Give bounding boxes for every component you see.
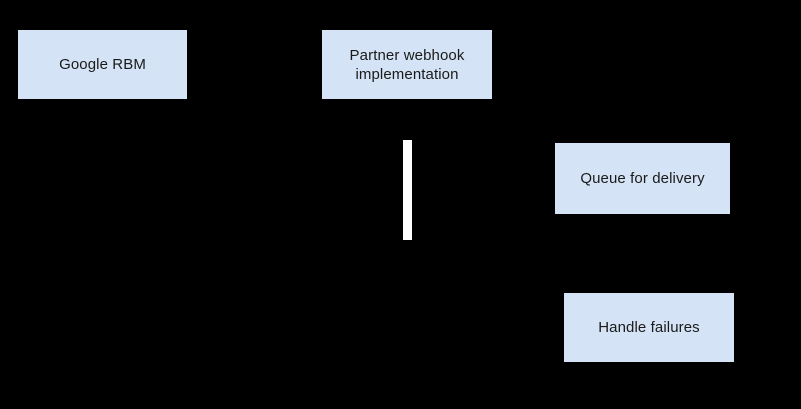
diagram-node-label: Partner webhook implementation [349,46,465,83]
diagram-node-label: Google RBM [59,56,146,73]
diagram-node-google-rbm[interactable]: Google RBM [18,30,187,99]
diagram-node-queue-for-delivery[interactable]: Queue for delivery [555,143,730,214]
diagram-node-handle-failures[interactable]: Handle failures [564,293,734,362]
diagram-node-label: Handle failures [598,319,700,336]
diagram-node-partner-webhook[interactable]: Partner webhook implementation [322,30,492,99]
diagram-node-label: Queue for delivery [580,170,705,187]
diagram-connector-vertical-segment [403,140,412,240]
